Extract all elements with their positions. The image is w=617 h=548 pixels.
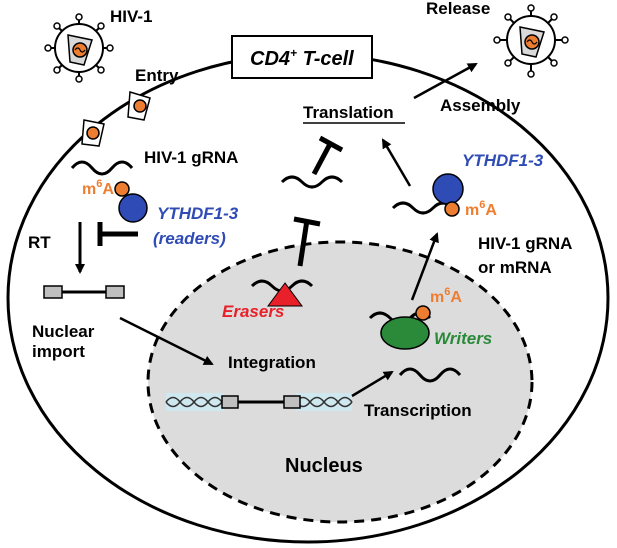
writer-protein — [380, 316, 430, 350]
reader-protein-right — [432, 173, 464, 205]
cell-title: CD4+ T-cell — [250, 46, 354, 70]
grna-mrna-label-2: or mRNA — [478, 258, 552, 277]
transcription-arrow — [351, 370, 394, 398]
transcription-label: Transcription — [364, 401, 472, 420]
writers-label: Writers — [434, 329, 492, 348]
inhibit-eraser — [293, 216, 321, 267]
m6a-label-right: m6A — [465, 199, 497, 219]
hiv1-label: HIV-1 — [110, 7, 153, 26]
inhibit-rt — [97, 222, 138, 246]
nucleus-membrane — [146, 240, 534, 524]
center-rna-strand — [280, 175, 344, 189]
dna-left — [43, 285, 125, 299]
eraser-triangle — [267, 282, 303, 307]
ythdf-label-left: YTHDF1-3 — [157, 204, 239, 223]
readers-label: (readers) — [153, 229, 226, 248]
m6a-label-left: m6A — [82, 178, 114, 198]
nucleus-label: Nucleus — [285, 455, 363, 477]
translation-label: Translation — [303, 103, 394, 122]
import-label: import — [32, 342, 85, 361]
m6a-mark-left — [114, 181, 130, 197]
integration-label: Integration — [228, 353, 316, 372]
nuclear-label: Nuclear — [32, 322, 95, 341]
inhibit-translation — [311, 135, 344, 176]
rt-label: RT — [28, 233, 51, 252]
capsid-entry-1 — [127, 91, 151, 121]
ythdf-label-top: YTHDF1-3 — [462, 151, 544, 170]
title-box — [231, 35, 373, 79]
import-arrow — [119, 316, 214, 366]
transcript-strand — [398, 367, 462, 383]
release-label: Release — [426, 0, 490, 18]
grna-label: HIV-1 gRNA — [144, 148, 238, 167]
m6a-label-writer: m6A — [430, 286, 462, 306]
m6a-mark-right — [444, 201, 460, 217]
integrated-dna — [165, 393, 353, 411]
hiv-virion-left — [44, 13, 114, 83]
grna-mrna-label-1: HIV-1 gRNA — [478, 234, 572, 253]
to-translation-arrow — [381, 138, 412, 187]
to-release-arrow — [413, 62, 478, 100]
erasers-label: Erasers — [222, 302, 284, 321]
export-arrow — [410, 232, 439, 301]
capsid-entry-2 — [81, 119, 105, 147]
reader-protein-left — [118, 193, 148, 223]
grna-strand-left — [70, 160, 134, 176]
m6a-mark-writer — [415, 305, 431, 321]
hiv-virion-right — [493, 4, 569, 78]
entry-label: Entry — [135, 66, 179, 85]
assembly-label: Assembly — [440, 96, 521, 115]
